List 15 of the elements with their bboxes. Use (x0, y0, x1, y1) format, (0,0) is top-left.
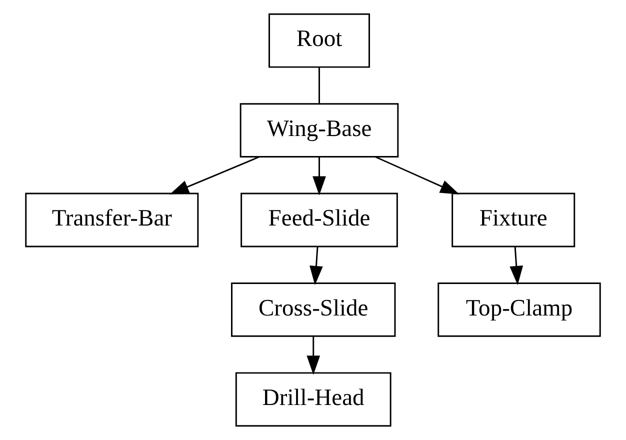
node-box: Top-Clamp (438, 282, 601, 337)
arrow (510, 246, 524, 286)
arrow (306, 336, 320, 375)
arrow (170, 156, 260, 194)
node-box: Transfer-Bar (25, 192, 199, 248)
node-box: Fixture (452, 192, 576, 248)
node-box: Root (268, 13, 370, 68)
arrow (375, 156, 460, 194)
arrow (310, 246, 323, 286)
connector (318, 67, 320, 104)
node-box: Wing-Base (240, 103, 399, 158)
node-box: Drill-Head (235, 372, 392, 427)
arrow (312, 156, 326, 196)
node-box: Cross-Slide (231, 282, 396, 337)
node-box: Feed-Slide (240, 192, 398, 248)
